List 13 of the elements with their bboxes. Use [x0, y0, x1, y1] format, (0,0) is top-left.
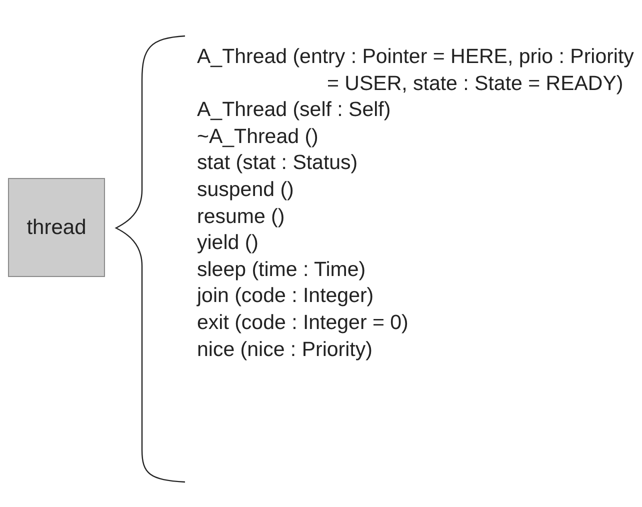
- method-signature: join (code : Integer): [197, 283, 375, 310]
- method-signature: A_Thread (self : Self): [197, 97, 392, 124]
- method-signature: resume (): [197, 204, 286, 230]
- method-signature: A_Thread (entry : Pointer = HERE, prio : Priority = USER, state : State = READY): [197, 44, 635, 97]
- method-signature: yield (): [197, 230, 260, 256]
- method-signature: stat (stat : Status): [197, 150, 359, 176]
- method-signature: ~A_Thread (): [197, 124, 320, 150]
- method-signature: sleep (time : Time): [197, 256, 367, 283]
- method-signature: exit (code : Integer = 0): [197, 310, 410, 336]
- class-name: thread: [26, 216, 86, 240]
- class-box: [8, 178, 105, 277]
- method-signature: nice (nice : Priority): [197, 336, 374, 363]
- method-signature: suspend (): [197, 176, 295, 203]
